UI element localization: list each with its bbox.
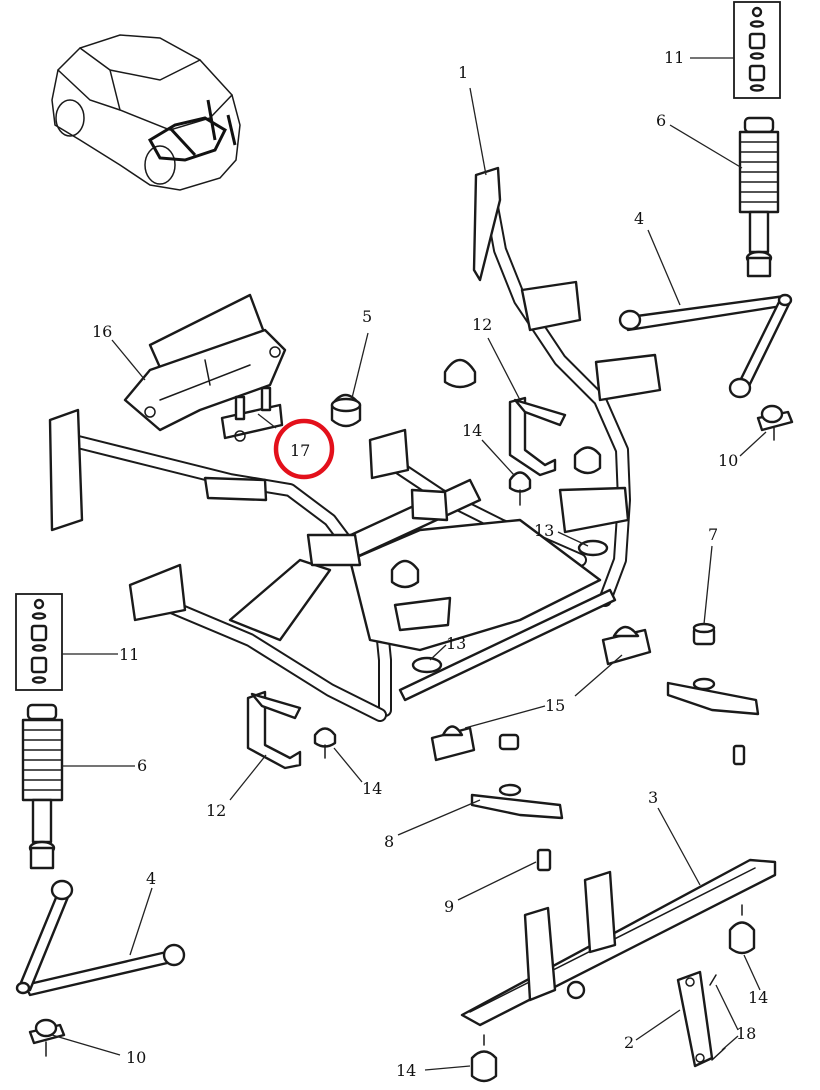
callout-15: 15 <box>545 696 565 715</box>
part-2-link <box>676 970 714 1068</box>
part-11-kit-top <box>733 1 781 99</box>
callout-6-bottom: 6 <box>137 756 147 775</box>
callout-18: 18 <box>736 1024 756 1043</box>
callout-16: 16 <box>92 322 112 341</box>
part-10-balljoint-bottom <box>28 1018 66 1057</box>
callout-13-lower: 13 <box>446 634 466 653</box>
callout-4-bottom: 4 <box>146 869 156 888</box>
callout-3: 3 <box>648 788 658 807</box>
callout-17: 17 <box>290 441 310 460</box>
callout-4-top: 4 <box>634 209 644 228</box>
callout-8: 8 <box>384 832 394 851</box>
callout-13-upper: 13 <box>534 521 554 540</box>
callout-14-d: 14 <box>396 1061 416 1080</box>
callout-9: 9 <box>444 897 454 916</box>
callout-7: 7 <box>708 525 718 544</box>
callout-2: 2 <box>624 1033 634 1052</box>
callout-12-top: 12 <box>472 315 492 334</box>
part-11-kit-bottom <box>15 593 63 691</box>
part-7-spacer <box>692 622 716 646</box>
part-9-sleeve <box>498 733 746 872</box>
callout-14-b: 14 <box>362 779 382 798</box>
part-6-shock-bottom <box>21 703 64 870</box>
callout-12-bottom: 12 <box>206 801 226 820</box>
part-14-bumpstops <box>313 471 756 1083</box>
part-6-shock-top <box>738 116 780 278</box>
part-4-wishbone-bottom <box>15 879 186 997</box>
part-17-bracket <box>220 386 284 442</box>
callout-14-c: 14 <box>748 988 768 1007</box>
callout-6-top: 6 <box>656 111 666 130</box>
part-10-balljoint-top <box>756 404 794 441</box>
callout-10-top: 10 <box>718 451 738 470</box>
highlight-ring <box>273 418 335 480</box>
part-5-mount <box>330 393 362 428</box>
subframe-1 <box>48 166 662 722</box>
part-4-wishbone-top <box>618 293 793 399</box>
callout-11-top: 11 <box>664 48 684 67</box>
callout-labels: 1 2 3 4 4 5 6 6 7 8 9 10 10 11 11 12 12 … <box>92 48 768 1080</box>
callout-14-a: 14 <box>462 421 482 440</box>
car-location-thumbnail <box>51 34 241 191</box>
leader-lines <box>51 57 767 1071</box>
part-16-bracket <box>123 293 287 432</box>
frame-mounts <box>390 358 609 674</box>
part-12-bracket-top <box>508 396 567 477</box>
part-15-mounts <box>430 625 652 762</box>
callout-5: 5 <box>362 307 372 326</box>
callout-10-bottom: 10 <box>126 1048 146 1067</box>
part-3-crossmember <box>460 858 777 1027</box>
part-8-brackets <box>470 677 760 820</box>
part-12-bracket-bottom <box>246 690 302 770</box>
callout-1: 1 <box>458 63 468 82</box>
callout-11-bottom: 11 <box>119 645 139 664</box>
